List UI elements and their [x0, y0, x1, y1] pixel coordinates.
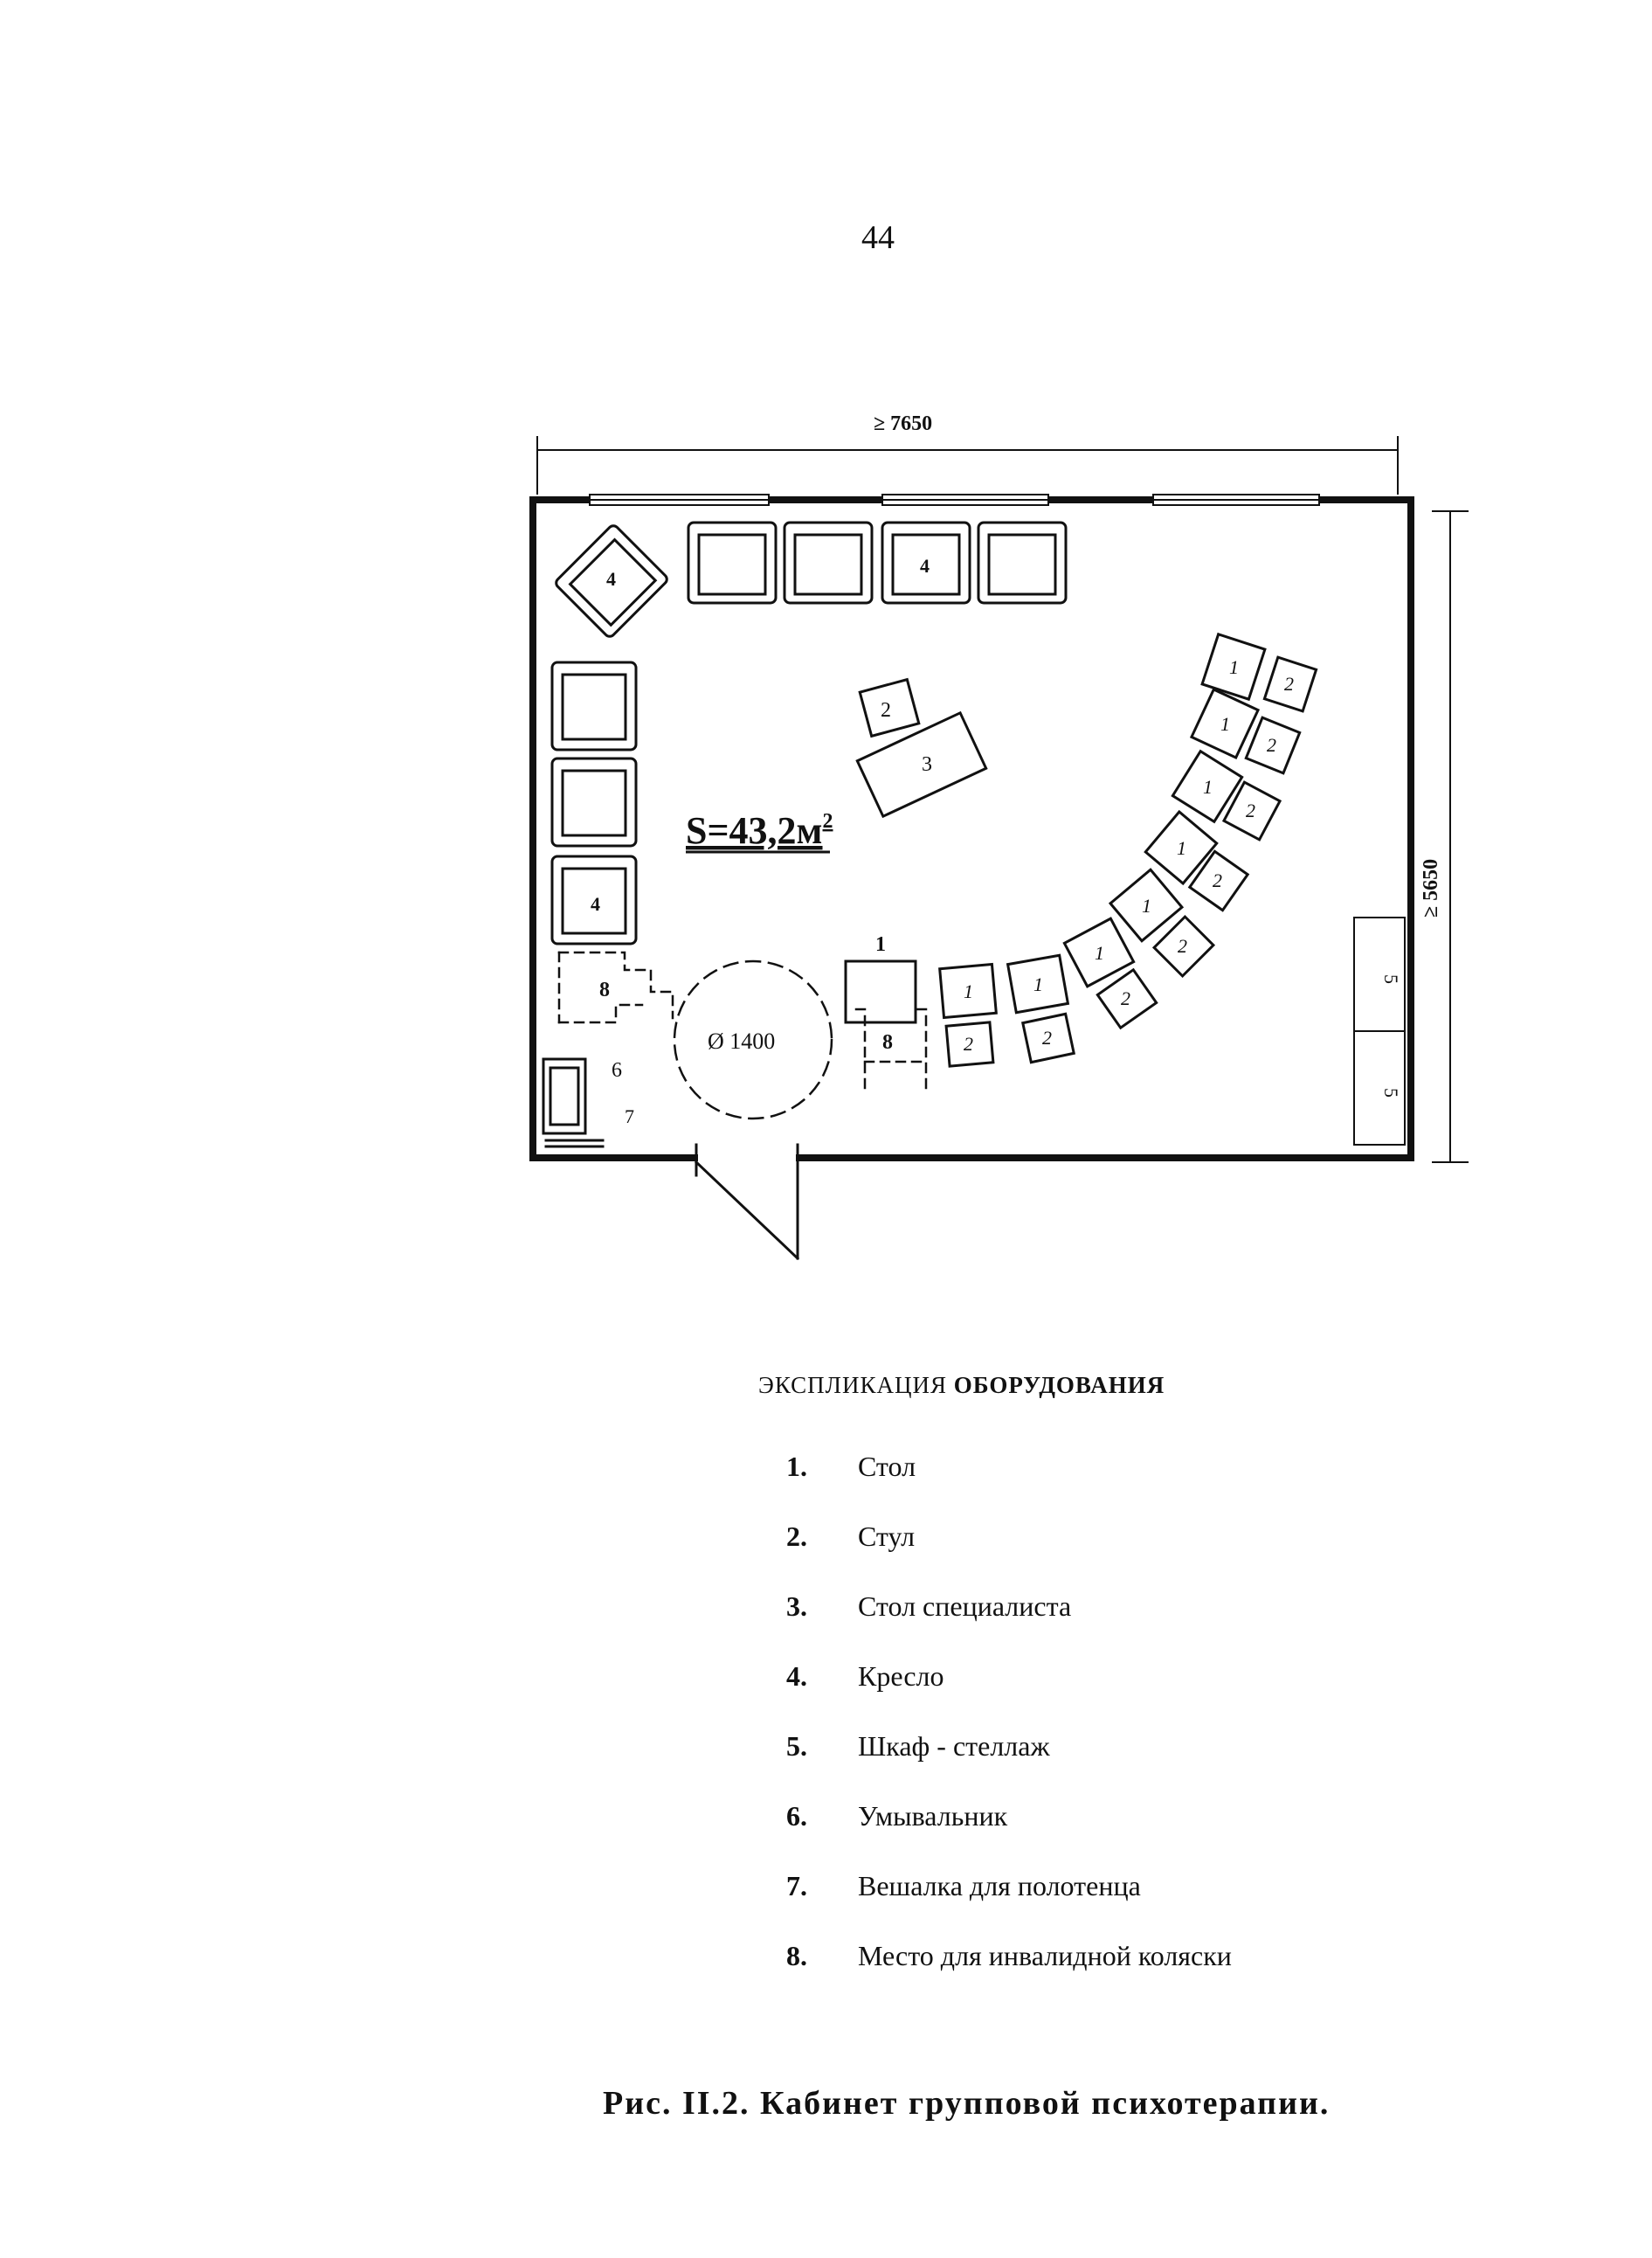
- wheelchair-place: [854, 1008, 928, 1094]
- table: [938, 962, 998, 1020]
- armchair: [550, 855, 638, 945]
- armchair: [783, 521, 874, 605]
- chair: [1151, 914, 1216, 979]
- mark-table: 1: [1033, 973, 1043, 995]
- chair: [1020, 1012, 1076, 1064]
- width-dimension: [536, 436, 1399, 495]
- legend-item-label: Стол: [858, 1451, 916, 1482]
- chair: [1262, 655, 1318, 713]
- mark-wheelchair: 8: [882, 1031, 893, 1054]
- table: [1006, 953, 1070, 1015]
- mark-armchair: 4: [606, 568, 616, 590]
- armchair: [555, 524, 668, 638]
- legend-item-label: Место для инвалидной коляски: [858, 1940, 1232, 1971]
- round-table: [673, 959, 833, 1120]
- floor-plan: ≥ 7650 ≥ 5650 S=43,2м2 Ø 1400 4 4 4 2 3 …: [529, 412, 1469, 1261]
- mark-chair: 2: [1121, 987, 1130, 1009]
- armchair: [881, 521, 971, 605]
- mark-washbasin: 6: [612, 1059, 622, 1082]
- table: [1171, 749, 1244, 824]
- mark-cabinet: 5: [1380, 974, 1402, 984]
- chair: [1187, 849, 1250, 912]
- table: [1200, 632, 1267, 702]
- table: [844, 959, 917, 1024]
- chair: [1221, 780, 1282, 842]
- mark-chair: 2: [1213, 869, 1222, 891]
- legend-item-label: Умывальник: [858, 1800, 1008, 1832]
- mark-towel-rack: 7: [625, 1105, 634, 1127]
- mark-table: 1: [1095, 942, 1104, 964]
- legend-item-label: Кресло: [858, 1660, 944, 1692]
- specialist-desk: [855, 710, 988, 819]
- mark-chair: 2: [964, 1033, 973, 1055]
- legend-item-number: 4.: [786, 1660, 807, 1692]
- round-table-label: Ø 1400: [708, 1029, 775, 1054]
- legend-item-number: 2.: [786, 1520, 807, 1552]
- table: [1062, 917, 1136, 988]
- mark-table: 1: [1177, 837, 1186, 859]
- figure-caption: Рис. II.2. Кабинет групповой психотерапи…: [603, 2085, 1331, 2122]
- mark-chair: 2: [881, 699, 891, 722]
- table: [1189, 687, 1261, 760]
- mark-table: 1: [1220, 713, 1230, 735]
- height-dimension: [1432, 510, 1469, 1163]
- width-dimension-label: ≥ 7650: [874, 412, 932, 435]
- mark-chair: 2: [1267, 734, 1276, 756]
- mark-cabinet: 5: [1380, 1088, 1402, 1098]
- legend-item-number: 5.: [786, 1730, 807, 1762]
- table: [1144, 809, 1219, 886]
- page-number: 44: [861, 219, 895, 256]
- mark-armchair: 4: [591, 893, 600, 915]
- mark-chair: 2: [1246, 800, 1255, 821]
- chair: [944, 1021, 995, 1068]
- chair: [1096, 967, 1158, 1030]
- armchair: [550, 757, 638, 848]
- armchair: [550, 661, 638, 752]
- legend-title-part2: ОБОРУДОВАНИЯ: [947, 1372, 1165, 1398]
- armchair: [687, 521, 778, 605]
- mark-chair: 2: [1042, 1027, 1052, 1049]
- mark-chair: 2: [1284, 673, 1294, 695]
- cabinet: [1353, 917, 1406, 1146]
- mark-chair: 2: [1178, 935, 1187, 957]
- legend-item-number: 6.: [786, 1800, 807, 1832]
- legend-item-label: Стул: [858, 1520, 916, 1552]
- mark-table: 1: [964, 980, 973, 1002]
- specialist-chair: [858, 677, 921, 738]
- legend-item-number: 3.: [786, 1590, 807, 1622]
- legend-item-label: Вешалка для полотенца: [858, 1870, 1141, 1901]
- area-label: S=43,2м2: [686, 809, 833, 852]
- legend-item-label: Шкаф - стеллаж: [858, 1730, 1050, 1762]
- chair: [1244, 716, 1302, 775]
- mark-armchair: 4: [920, 555, 930, 577]
- legend-item-number: 8.: [786, 1940, 807, 1971]
- table: [1108, 868, 1185, 943]
- wheelchair-place: [557, 951, 674, 1024]
- mark-table: 1: [1203, 776, 1213, 798]
- height-dimension-label: ≥ 5650: [1420, 859, 1442, 918]
- washbasin: [542, 1057, 587, 1135]
- legend-title-part1: ЭКСПЛИКАЦИЯ: [758, 1372, 947, 1398]
- door: [694, 1143, 800, 1261]
- legend-item-number: 1.: [786, 1451, 807, 1482]
- legend-title: ЭКСПЛИКАЦИЯ ОБОРУДОВАНИЯ: [758, 1372, 1165, 1399]
- mark-specialist-desk: 3: [922, 753, 932, 776]
- mark-table: 1: [1229, 656, 1239, 678]
- mark-table: 1: [875, 933, 886, 956]
- mark-wheelchair: 8: [599, 979, 610, 1001]
- armchair: [977, 521, 1068, 605]
- legend-item-number: 7.: [786, 1870, 807, 1901]
- windows: [589, 494, 1320, 506]
- legend-item-label: Стол специалиста: [858, 1590, 1072, 1622]
- walls: [529, 496, 1414, 1161]
- towel-rack: [544, 1139, 605, 1148]
- mark-table: 1: [1142, 895, 1151, 917]
